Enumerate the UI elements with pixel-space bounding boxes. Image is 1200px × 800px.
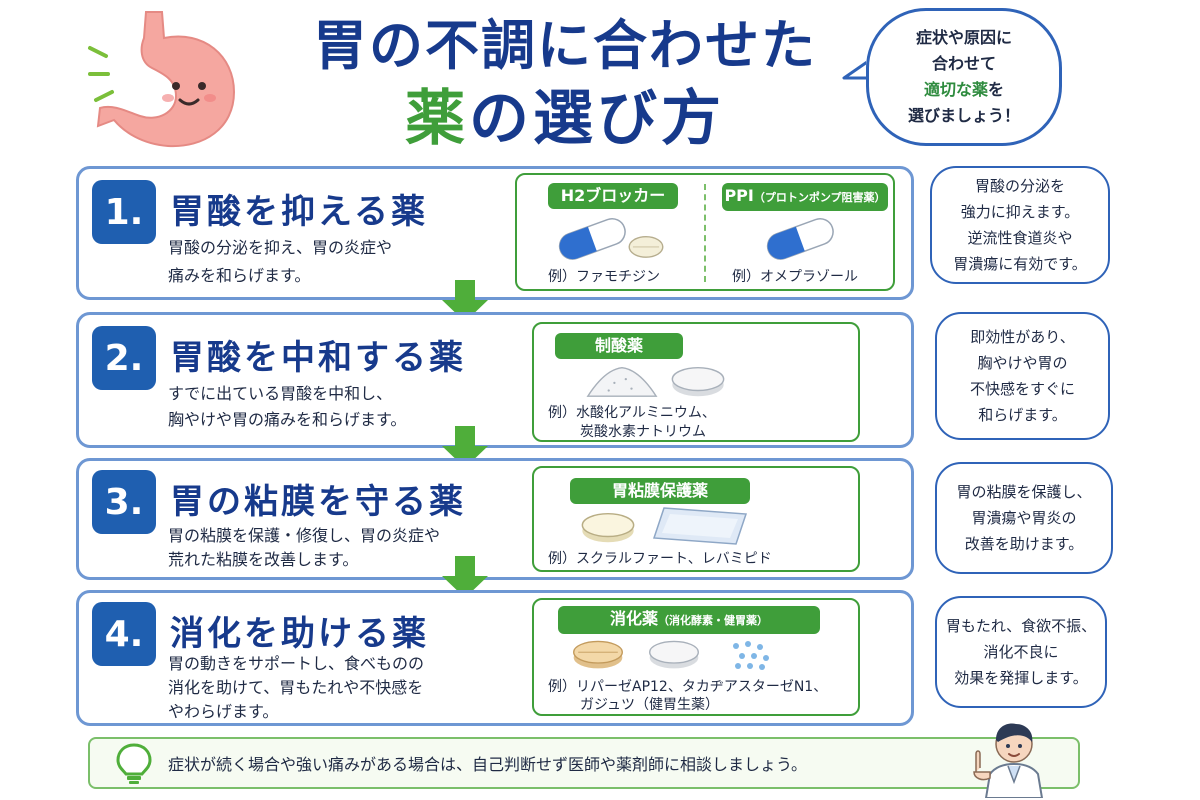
section-desc: 胃の動きをサポートし、食べものの xyxy=(168,654,425,673)
section-number: 1. xyxy=(92,180,156,244)
drug-example: 例）ファモチジン xyxy=(548,269,660,285)
drug-example: 例）スクラルファート、レバミピド xyxy=(548,551,772,567)
section-number: 2. xyxy=(92,326,156,390)
tablet-icon xyxy=(671,366,725,397)
drug-label-h2: H2ブロッカー xyxy=(548,183,678,209)
pharmacist-icon xyxy=(973,723,1044,798)
lightbulb-icon xyxy=(116,743,152,784)
section-desc: 胃酸の分泌を抑え、胃の炎症や xyxy=(168,238,393,257)
divider xyxy=(704,184,706,282)
footer-text: 症状が続く場合や強い痛みがある場合は、自己判断せず医師や薬剤師に相談しましょう。 xyxy=(168,755,808,774)
stomach-character-icon xyxy=(88,11,236,148)
down-arrow-icon xyxy=(442,426,488,468)
effect-bubble: 胃の粘膜を保護し、 胃潰瘍や胃炎の 改善を助けます。 xyxy=(935,462,1113,574)
section-desc: やわらげます。 xyxy=(168,702,279,721)
footer-notice xyxy=(88,737,1080,789)
section-title: 胃酸を抑える薬 xyxy=(170,192,428,232)
page-title: 胃の不調に合わせた xyxy=(313,14,817,77)
granules-icon xyxy=(733,641,769,670)
down-arrow-icon xyxy=(442,280,488,322)
down-arrow-icon xyxy=(442,556,488,598)
powder-icon xyxy=(586,366,658,397)
header-speech-bubble: 症状や原因に 合わせて 適切な薬を 選びましょう！ xyxy=(866,8,1062,146)
tablet-icon xyxy=(649,640,699,669)
section-desc: 胃の粘膜を保護・修復し、胃の炎症や xyxy=(168,526,441,545)
effect-bubble: 即効性があり、 胸やけや胃の 不快感をすぐに 和らげます。 xyxy=(935,312,1110,440)
section-desc: 消化を助けて、胃もたれや不快感を xyxy=(168,678,424,697)
capsule-icon xyxy=(558,218,626,260)
page-subtitle: 薬の選び方 xyxy=(405,84,725,154)
section-title: 胃酸を中和する薬 xyxy=(170,338,466,378)
sachet-icon xyxy=(652,507,748,545)
effect-bubble: 胃もたれ、食欲不振、 消化不良に 効果を発揮します。 xyxy=(935,596,1107,708)
section-desc: 胸やけや胃の痛みを和らげます。 xyxy=(168,410,407,429)
section-desc: すでに出ている胃酸を中和し、 xyxy=(168,384,393,403)
tablet-icon xyxy=(573,640,623,669)
section-desc: 荒れた粘膜を改善します。 xyxy=(168,550,359,569)
capsule-icon xyxy=(766,218,834,260)
drug-label-mucosa: 胃粘膜保護薬 xyxy=(570,478,750,504)
section-title: 胃の粘膜を守る薬 xyxy=(170,482,466,522)
section-desc: 痛みを和らげます。 xyxy=(168,266,311,285)
effect-bubble: 胃酸の分泌を 強力に抑えます。 逆流性食道炎や 胃潰瘍に有効です。 xyxy=(930,166,1110,284)
tablet-icon xyxy=(581,512,635,543)
drug-label-ppi: PPI（プロトンポンプ阻害薬） xyxy=(722,183,888,211)
section-title: 消化を助ける薬 xyxy=(170,614,429,654)
section-number: 4. xyxy=(92,602,156,666)
drug-label-antacid: 制酸薬 xyxy=(555,333,683,359)
drug-label-digestive: 消化薬（消化酵素・健胃薬） xyxy=(558,606,820,634)
drug-example: 炭酸水素ナトリウム xyxy=(580,424,706,440)
tablet-icon xyxy=(628,235,664,258)
drug-example: 例）オメプラゾール xyxy=(732,269,858,285)
drug-example: 例）水酸化アルミニウム、 xyxy=(548,405,716,421)
drug-example: 例）リパーゼAP12、タカヂアスターゼN1、 xyxy=(548,679,828,695)
section-number: 3. xyxy=(92,470,156,534)
drug-example: ガジュツ（健胃生薬） xyxy=(580,697,720,713)
